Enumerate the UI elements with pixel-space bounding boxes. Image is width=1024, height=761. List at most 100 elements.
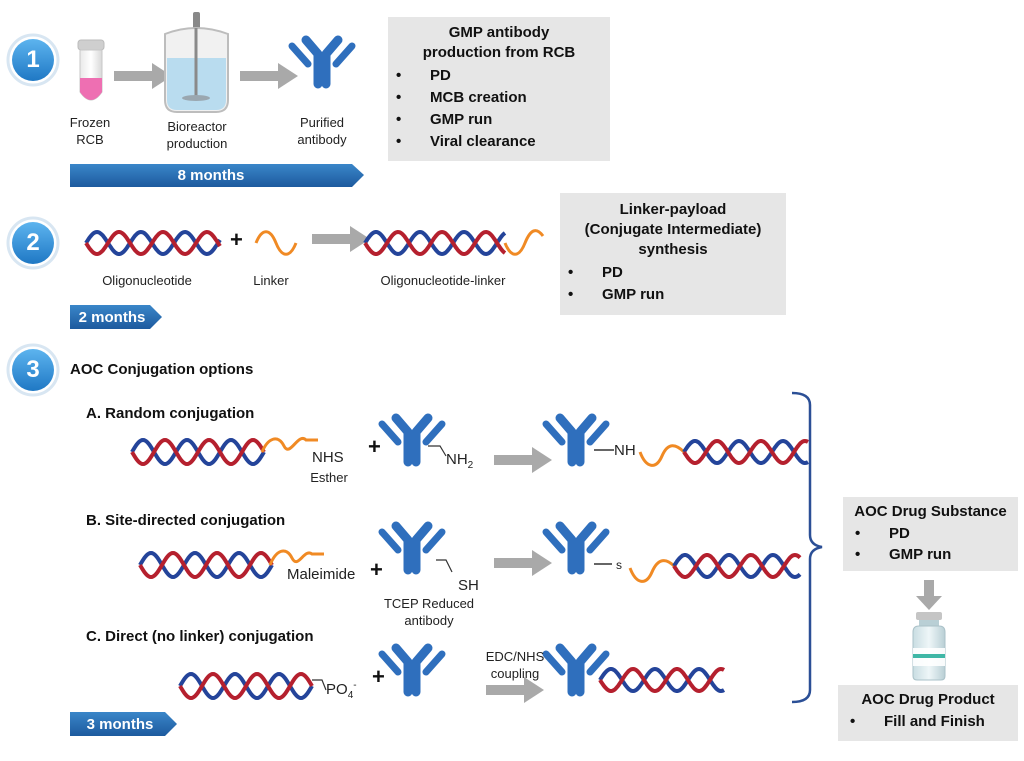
option-a-linker	[260, 436, 318, 453]
list-item: •PD	[855, 525, 910, 542]
step1-box-list: •PD •MCB creation •GMP run •Viral cleara…	[388, 65, 610, 153]
oligonucleotide-label: Oligonucleotide	[102, 273, 192, 288]
step2-plus: +	[230, 227, 243, 252]
oligonucleotide-linker-tail	[503, 229, 545, 256]
option-b-thiol-bond	[436, 559, 453, 573]
list-item: •PD	[568, 264, 623, 281]
step2-info-box: Linker-payload (Conjugate Intermediate) …	[560, 193, 786, 315]
dna-strand-red	[178, 671, 314, 701]
arrow-step2	[312, 226, 370, 252]
option-b-product-dna-icon	[672, 552, 802, 580]
dna-strand-blue	[363, 229, 507, 257]
option-b-linker	[268, 549, 324, 566]
drug-substance-list: •PD •GMP run	[843, 523, 1018, 565]
linker-label: Linker	[253, 273, 289, 288]
purified-antibody-label: Purified antibody	[297, 115, 347, 147]
dna-strand-red	[682, 438, 810, 466]
purified-antibody-icon	[292, 40, 352, 84]
option-c-title: C. Direct (no linker) conjugation	[86, 628, 314, 645]
timeline-label-1: 8 months	[177, 167, 245, 184]
option-a-product-dna-icon	[682, 438, 810, 466]
option-a-plus: +	[368, 434, 381, 459]
dna-strand-red	[598, 666, 726, 694]
option-c-dna-icon	[178, 671, 314, 701]
oligonucleotide-linker-dna-icon	[363, 229, 507, 257]
timeline-bar-1	[70, 164, 364, 187]
option-a-antibody-icon	[382, 418, 442, 462]
drug-product-box: AOC Drug Product •Fill and Finish	[838, 685, 1018, 741]
option-b-dna-icon	[138, 550, 274, 580]
step2-box-title: Linker-payload (Conjugate Intermediate) …	[584, 201, 762, 258]
step1-box-title: GMP antibody production from RCB	[422, 24, 576, 61]
step3-heading: AOC Conjugation options	[70, 361, 254, 378]
step2-box-list: •PD •GMP run	[560, 262, 786, 306]
list-item: •GMP run	[568, 286, 665, 303]
timeline-label-2: 2 months	[78, 308, 146, 326]
timeline-bar-2	[70, 305, 162, 329]
drug-product-list: •Fill and Finish	[838, 711, 1018, 732]
option-a-reagent: NHS	[312, 449, 344, 466]
option-a-arrow	[494, 447, 552, 473]
step-2-number: 2	[26, 229, 40, 256]
list-item: •PD	[396, 67, 451, 84]
option-b-product-linker	[628, 559, 676, 583]
option-a-title: A. Random conjugation	[86, 405, 255, 422]
dna-strand-red	[363, 229, 507, 257]
step-2-circle	[6, 216, 60, 270]
option-b-product-group: s	[616, 558, 622, 572]
list-item: •MCB creation	[396, 89, 527, 106]
linker-icon	[254, 230, 298, 256]
option-c-reagent: PO4-	[326, 680, 357, 701]
option-b-antibody-icon	[382, 526, 442, 570]
option-b-antibody-caption: TCEP Reduced antibody	[383, 596, 475, 628]
list-item: •GMP run	[855, 546, 952, 563]
dna-strand-blue	[682, 438, 810, 466]
timeline-label-3: 3 months	[86, 715, 154, 733]
arrow-tube-to-bioreactor	[114, 63, 172, 89]
bioreactor-label: Bioreactor production	[166, 119, 228, 151]
option-b-plus: +	[370, 557, 383, 582]
vial-icon	[912, 612, 946, 681]
step-3-circle	[6, 343, 60, 397]
arrow-bioreactor-to-antibody	[240, 63, 298, 89]
option-a-reagent-caption: Esther	[310, 470, 348, 485]
option-b-antibody-group: SH	[458, 577, 479, 594]
arrow-substance-to-vial	[916, 580, 942, 610]
option-b-arrow	[494, 550, 552, 576]
drug-product-title: AOC Drug Product	[861, 691, 995, 708]
option-a-product-antibody-icon	[546, 418, 606, 462]
step-1-circle	[6, 33, 60, 87]
step1-info-box: GMP antibody production from RCB •PD •MC…	[388, 17, 610, 161]
option-c-plus: +	[372, 664, 385, 689]
option-c-product-dna-icon	[598, 666, 726, 694]
dna-strand-red	[130, 437, 266, 467]
dna-strand-red	[138, 550, 274, 580]
options-bracket	[791, 391, 823, 704]
dna-strand-blue	[598, 666, 726, 694]
dna-strand-red	[672, 552, 802, 580]
option-a-product-linker	[638, 444, 686, 467]
list-item: •GMP run	[396, 111, 493, 128]
list-item: •Viral clearance	[396, 133, 536, 150]
option-a-dna-icon	[130, 437, 266, 467]
option-a-product-group: NH	[614, 442, 636, 459]
option-a-antibody-group: NH2	[446, 451, 474, 471]
step-1-number: 1	[26, 46, 40, 73]
option-c-antibody-icon	[382, 648, 442, 692]
dna-strand-red	[84, 229, 222, 257]
option-c-coupling-label: EDC/NHS coupling	[485, 649, 545, 681]
drug-substance-title: AOC Drug Substance	[854, 503, 1007, 520]
step-3-number: 3	[26, 356, 40, 383]
frozen-rcb-tube-icon	[77, 39, 105, 101]
list-item: •Fill and Finish	[850, 713, 985, 730]
option-a-amine-bond	[428, 445, 447, 457]
oligonucleotide-linker-label: Oligonucleotide-linker	[380, 273, 506, 288]
oligonucleotide-dna-icon	[84, 229, 222, 257]
option-c-product-antibody-icon	[546, 648, 606, 692]
option-b-title: B. Site-directed conjugation	[86, 512, 286, 529]
drug-substance-box: AOC Drug Substance •PD •GMP run	[843, 497, 1018, 571]
bioreactor-icon	[164, 12, 229, 113]
frozen-rcb-label: Frozen RCB	[69, 115, 111, 147]
timeline-bar-3	[70, 712, 177, 736]
